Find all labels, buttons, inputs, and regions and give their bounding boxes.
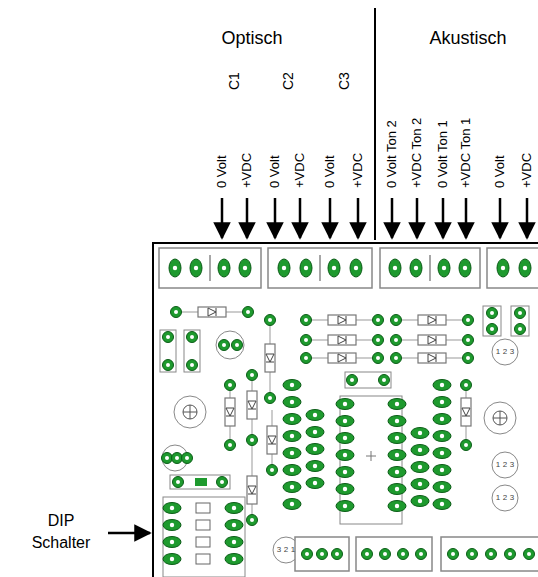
pin-number: 3 (277, 545, 281, 554)
components (160, 306, 538, 577)
pin-number: 3 (510, 347, 514, 356)
callout-label: DIP Schalter (18, 510, 104, 554)
pointer-arrow (108, 532, 150, 535)
pin-label: +VDC Ton 2 (409, 118, 425, 188)
pin-label: +VDC Ton 1 (458, 118, 474, 188)
pin-label: 0 Volt Ton 1 (435, 120, 451, 188)
separator-line (374, 8, 376, 240)
channel-label: C1 (226, 72, 243, 90)
pin-label: 0 Volt (267, 155, 283, 188)
section-heading: Optisch (221, 28, 282, 49)
wire-arrows (222, 198, 527, 238)
connector-pads (169, 259, 531, 277)
pin-number: 1 (496, 460, 500, 469)
terminal-blocks (159, 248, 538, 288)
pin-label: 0 Volt (322, 155, 338, 188)
pcb-board (153, 243, 538, 577)
pin-label: +VDC (350, 153, 366, 188)
pin-number: 1 (496, 347, 500, 356)
channel-label: C2 (280, 72, 297, 90)
pin-number: 2 (503, 347, 507, 356)
pin-label: +VDC (239, 153, 255, 188)
pin-label: 0 Volt (214, 155, 230, 188)
pin-number: 2 (284, 545, 288, 554)
pin-number: 2 (503, 493, 507, 502)
channel-label: C3 (336, 72, 353, 90)
section-heading: Akustisch (429, 28, 506, 49)
pin-label: 0 Volt (492, 155, 508, 188)
pin-number: 2 (503, 460, 507, 469)
pin-number: 1 (496, 493, 500, 502)
pin-label: 0 Volt Ton 2 (384, 120, 400, 188)
pin-number: 3 (510, 460, 514, 469)
pin-number: 1 (291, 545, 295, 554)
pin-label: +VDC (519, 153, 535, 188)
pin-label: +VDC (292, 153, 308, 188)
pin-number: 3 (510, 493, 514, 502)
